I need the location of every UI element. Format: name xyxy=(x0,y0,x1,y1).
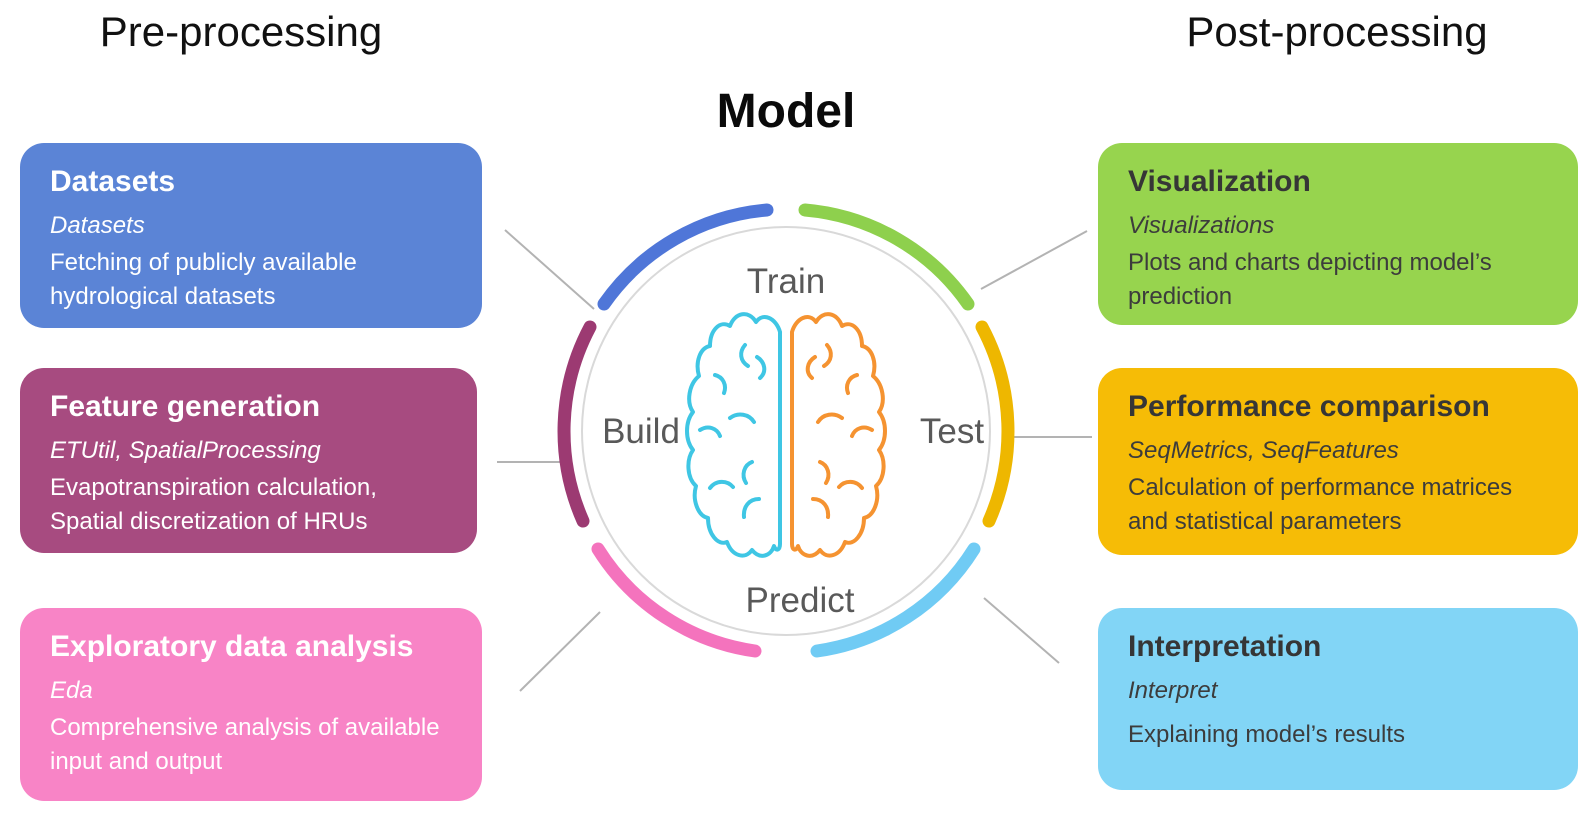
feature-generation-description: Evapotranspiration calculation, Spatial … xyxy=(50,473,377,535)
connector-line xyxy=(983,597,1060,664)
eda-description: Comprehensive analysis of available inpu… xyxy=(50,713,440,775)
brain-fold-line xyxy=(741,460,754,485)
arc-build-train-segment xyxy=(597,203,774,311)
arc-build-segment xyxy=(557,320,597,528)
brain-fold-line xyxy=(850,425,874,438)
datasets-title: Datasets xyxy=(50,165,176,198)
brain-fold-line xyxy=(728,412,756,424)
build-label: Build xyxy=(602,412,680,451)
cycle-circle xyxy=(581,226,991,636)
brain-left-outline xyxy=(685,312,782,558)
brain-fold-line xyxy=(837,479,864,490)
visualization-title: Visualization xyxy=(1128,165,1311,198)
connector-lines xyxy=(497,229,1092,692)
brain-fold-line xyxy=(845,373,859,395)
brain-fold-line xyxy=(805,355,817,380)
predict-label: Predict xyxy=(745,581,855,620)
arc-predict-build-segment xyxy=(591,542,762,658)
cycle-arcs xyxy=(557,203,1015,658)
pre-processing-heading: Pre-processing xyxy=(99,8,383,55)
brain-right-outline xyxy=(790,312,887,558)
brain-fold-line xyxy=(755,355,767,380)
test-label: Test xyxy=(919,412,985,451)
eda-title: Exploratory data analysis xyxy=(50,630,414,663)
arc-test-predict-segment xyxy=(810,542,981,658)
arc-test-segment xyxy=(975,320,1015,528)
model-heading: Model xyxy=(716,85,856,138)
brain-fold-line xyxy=(811,497,831,519)
visualization-subtitle: Visualizations xyxy=(1128,211,1275,239)
interpretation-subtitle: Interpret xyxy=(1128,676,1218,704)
brain-fold-line xyxy=(713,373,727,395)
datasets-subtitle: Datasets xyxy=(50,211,145,239)
post-processing-heading: Post-processing xyxy=(1186,8,1488,55)
visualization-description: Plots and charts depicting model’s predi… xyxy=(1128,248,1492,310)
brain-fold-line xyxy=(739,343,750,368)
interpretation-description: Explaining model’s results xyxy=(1128,720,1406,748)
datasets-box: Datasets Datasets Fetching of publicly a… xyxy=(20,143,482,328)
connector-line xyxy=(980,230,1088,290)
exploratory-data-analysis-box: Exploratory data analysis Eda Comprehens… xyxy=(20,608,482,801)
performance-comparison-title: Performance comparison xyxy=(1128,390,1490,423)
performance-comparison-box: Performance comparison SeqMetrics, SeqFe… xyxy=(1098,368,1578,555)
datasets-description: Fetching of publicly available hydrologi… xyxy=(50,248,357,310)
train-label: Train xyxy=(746,262,826,301)
brain-icon xyxy=(685,312,887,558)
connector-line xyxy=(504,229,595,310)
brain-fold-line xyxy=(741,497,761,519)
brain-left-hemisphere xyxy=(685,312,782,558)
brain-right-hemisphere xyxy=(790,312,887,558)
feature-generation-title: Feature generation xyxy=(50,390,321,423)
connector-line xyxy=(519,611,601,692)
interpretation-title: Interpretation xyxy=(1128,630,1322,663)
interpretation-box: Interpretation Interpret Explaining mode… xyxy=(1098,608,1578,790)
brain-fold-line xyxy=(708,479,735,490)
feature-generation-subtitle: ETUtil, SpatialProcessing xyxy=(50,436,321,464)
eda-subtitle: Eda xyxy=(50,676,93,704)
brain-fold-line xyxy=(822,343,833,368)
brain-fold-line xyxy=(698,425,722,438)
visualization-box: Visualization Visualizations Plots and c… xyxy=(1098,143,1578,325)
feature-generation-box: Feature generation ETUtil, SpatialProces… xyxy=(20,368,477,553)
performance-comparison-description: Calculation of performance matrices and … xyxy=(1128,473,1513,535)
brain-fold-line xyxy=(816,412,844,424)
arc-train-test-segment xyxy=(798,203,975,311)
performance-comparison-subtitle: SeqMetrics, SeqFeatures xyxy=(1128,436,1399,464)
brain-fold-line xyxy=(818,460,831,485)
